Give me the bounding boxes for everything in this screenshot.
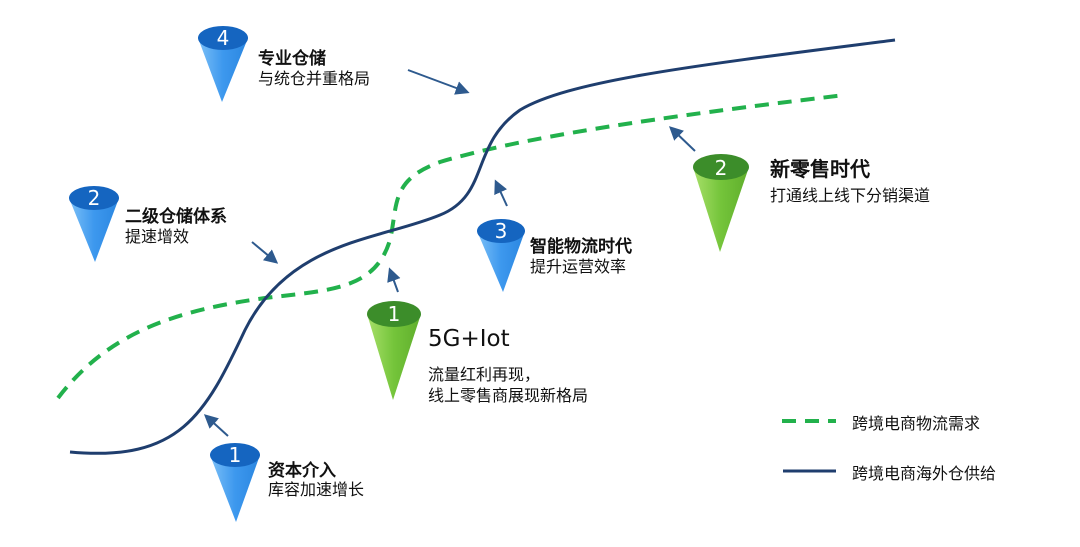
blue-cone-icon [198,38,248,102]
milestone-desc-newretail: 打通线上线下分销渠道 [770,186,931,205]
legend-demand-label: 跨境电商物流需求 [852,414,981,433]
milestone-title-newretail: 新零售时代 [770,157,870,181]
cone-professional: 4 [198,26,248,102]
milestone-title-smart: 智能物流时代 [530,237,632,257]
arrow-newretail [668,126,696,152]
milestone-desc-capital: 库容加速增长 [268,480,365,499]
cone-number: 2 [715,156,728,180]
milestone-title-professional: 专业仓储 [258,49,326,69]
cone-smart: 3 [477,219,525,292]
legend-supply-label: 跨境电商海外仓供给 [852,464,997,483]
milestone-title-5g: 5G+Iot [428,326,510,352]
demand-curve [56,93,846,400]
green-cone-icon [693,167,749,252]
blue-cone-icon [477,231,525,292]
arrow-smart [494,179,508,207]
arrow-secondary [251,241,279,264]
arrow-capital [203,414,229,437]
cone-secondary: 2 [69,186,119,262]
arrow-5g [387,267,401,293]
cone-number: 1 [388,302,401,326]
cone-capital: 1 [210,443,260,522]
milestone-desc-professional: 与统仓并重格局 [258,69,371,88]
milestone-title-capital: 资本介入 [268,461,336,481]
cone-number: 3 [495,219,508,243]
cone-5g: 1 [367,301,421,400]
milestone-title-secondary: 二级仓储体系 [125,207,227,227]
milestone-desc-smart: 提升运营效率 [530,257,627,276]
supply-curve [69,38,896,455]
green-cone-icon [367,314,421,400]
cone-number: 2 [88,186,101,210]
arrow-professional [407,69,470,95]
milestone-desc-secondary: 提速增效 [125,227,190,246]
cone-number: 4 [217,26,230,50]
milestone-desc-5g-line2: 线上零售商展现新格局 [428,386,589,405]
blue-cone-icon [210,455,260,522]
milestone-desc-5g-line1: 流量红利再现， [428,365,541,384]
cone-number: 1 [229,443,242,467]
blue-cone-icon [69,198,119,262]
cone-newretail: 2 [693,154,749,252]
